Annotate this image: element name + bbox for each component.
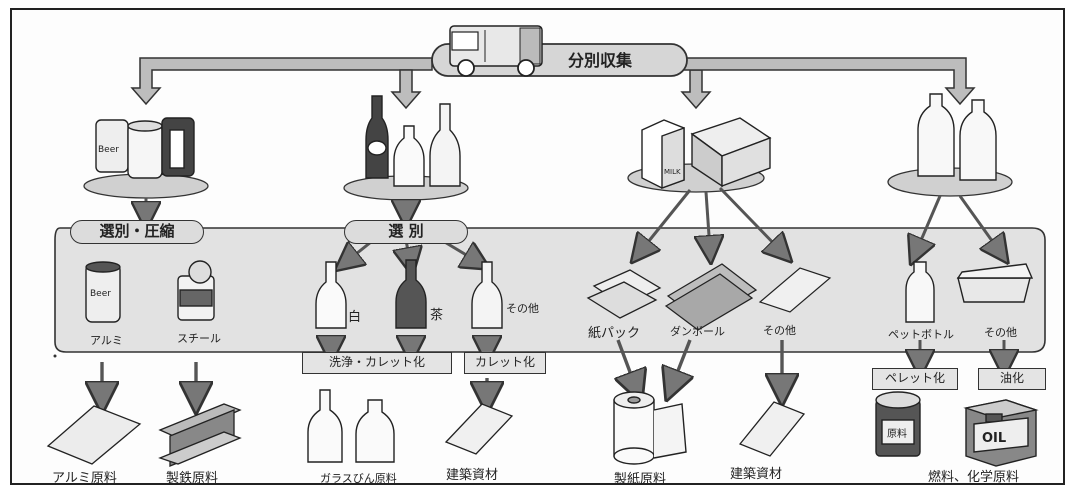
- milk-text: MILK: [664, 168, 681, 176]
- fuel-chem-output: 燃料、化学原料: [928, 470, 1020, 485]
- other-plastic-label: その他: [984, 326, 1017, 339]
- cullet-process: カレット化: [464, 352, 546, 374]
- aluminum-raw-output: アルミ原料: [52, 471, 117, 486]
- pet-bottle-small-icon: [905, 261, 935, 323]
- paper-icon: MILK: [641, 117, 772, 189]
- glass-raw-output: ガラスびん原料: [320, 472, 397, 485]
- raw-text: 原料: [887, 427, 907, 440]
- steel-label: スチール: [177, 332, 221, 345]
- paper-raw-output: 製紙原料: [614, 472, 667, 487]
- white-label: 白: [348, 310, 362, 325]
- cardboard-label: ダンボール: [670, 325, 725, 338]
- collection-label: 分別収集: [568, 51, 633, 70]
- steel-beam-icon: [158, 403, 242, 467]
- output-arrows: [102, 339, 782, 398]
- garbage-truck-icon: [449, 25, 543, 77]
- beer-text-2: Beer: [90, 289, 111, 299]
- steel-raw-output: 製鉄原料: [166, 471, 219, 486]
- glass-bottles-output-icon: [307, 389, 395, 463]
- other-paper-label: その他: [763, 324, 796, 337]
- paper-pack-flat-icon: [586, 269, 662, 319]
- raw-material-can-icon: 原料: [875, 391, 921, 457]
- oil-text: OIL: [982, 431, 1006, 446]
- other-paper-icon: [758, 267, 832, 313]
- plastic-bottles-icon: [917, 93, 997, 181]
- cans-icon: Beer: [95, 117, 195, 179]
- cans-sort-label: 選別・圧縮: [70, 220, 204, 244]
- steel-can-icon: [177, 260, 215, 321]
- building-material-output-2: 建築資材: [730, 467, 783, 482]
- building-material-1-icon: [444, 403, 514, 455]
- oil-process: 油化: [978, 368, 1046, 390]
- bottles-icon: [365, 95, 461, 187]
- aluminum-label: アルミ: [90, 334, 123, 347]
- beer-text: Beer: [98, 145, 119, 155]
- bottles-sort-label: 選 別: [344, 220, 468, 244]
- brown-bottle-icon: [395, 259, 427, 329]
- paper-pack-label: 紙パック: [588, 326, 641, 341]
- pellet-process: ペレット化: [872, 368, 958, 390]
- oil-can-icon: OIL: [963, 399, 1039, 467]
- other-glass-bottle-icon: [471, 261, 503, 329]
- paper-roll-icon: [613, 391, 687, 465]
- building-material-2-icon: [738, 401, 806, 457]
- other-glass-label: その他: [506, 302, 539, 315]
- building-material-output-1: 建築資材: [446, 468, 499, 483]
- distribution-arrows: [130, 57, 976, 110]
- brown-label: 茶: [430, 308, 444, 323]
- cardboard-flat-icon: [664, 263, 758, 331]
- sorting-tray: [54, 227, 1046, 353]
- plastic-tray-icon: [956, 263, 1034, 303]
- white-bottle-icon: [315, 261, 347, 329]
- pet-bottle-label: ペットボトル: [888, 328, 954, 341]
- collection-banner: [431, 25, 688, 77]
- wash-cullet-process: 洗浄・カレット化: [302, 352, 452, 374]
- item-arrows: [331, 338, 1004, 364]
- aluminum-can-icon: Beer: [85, 261, 121, 323]
- aluminum-sheet-icon: [46, 405, 142, 465]
